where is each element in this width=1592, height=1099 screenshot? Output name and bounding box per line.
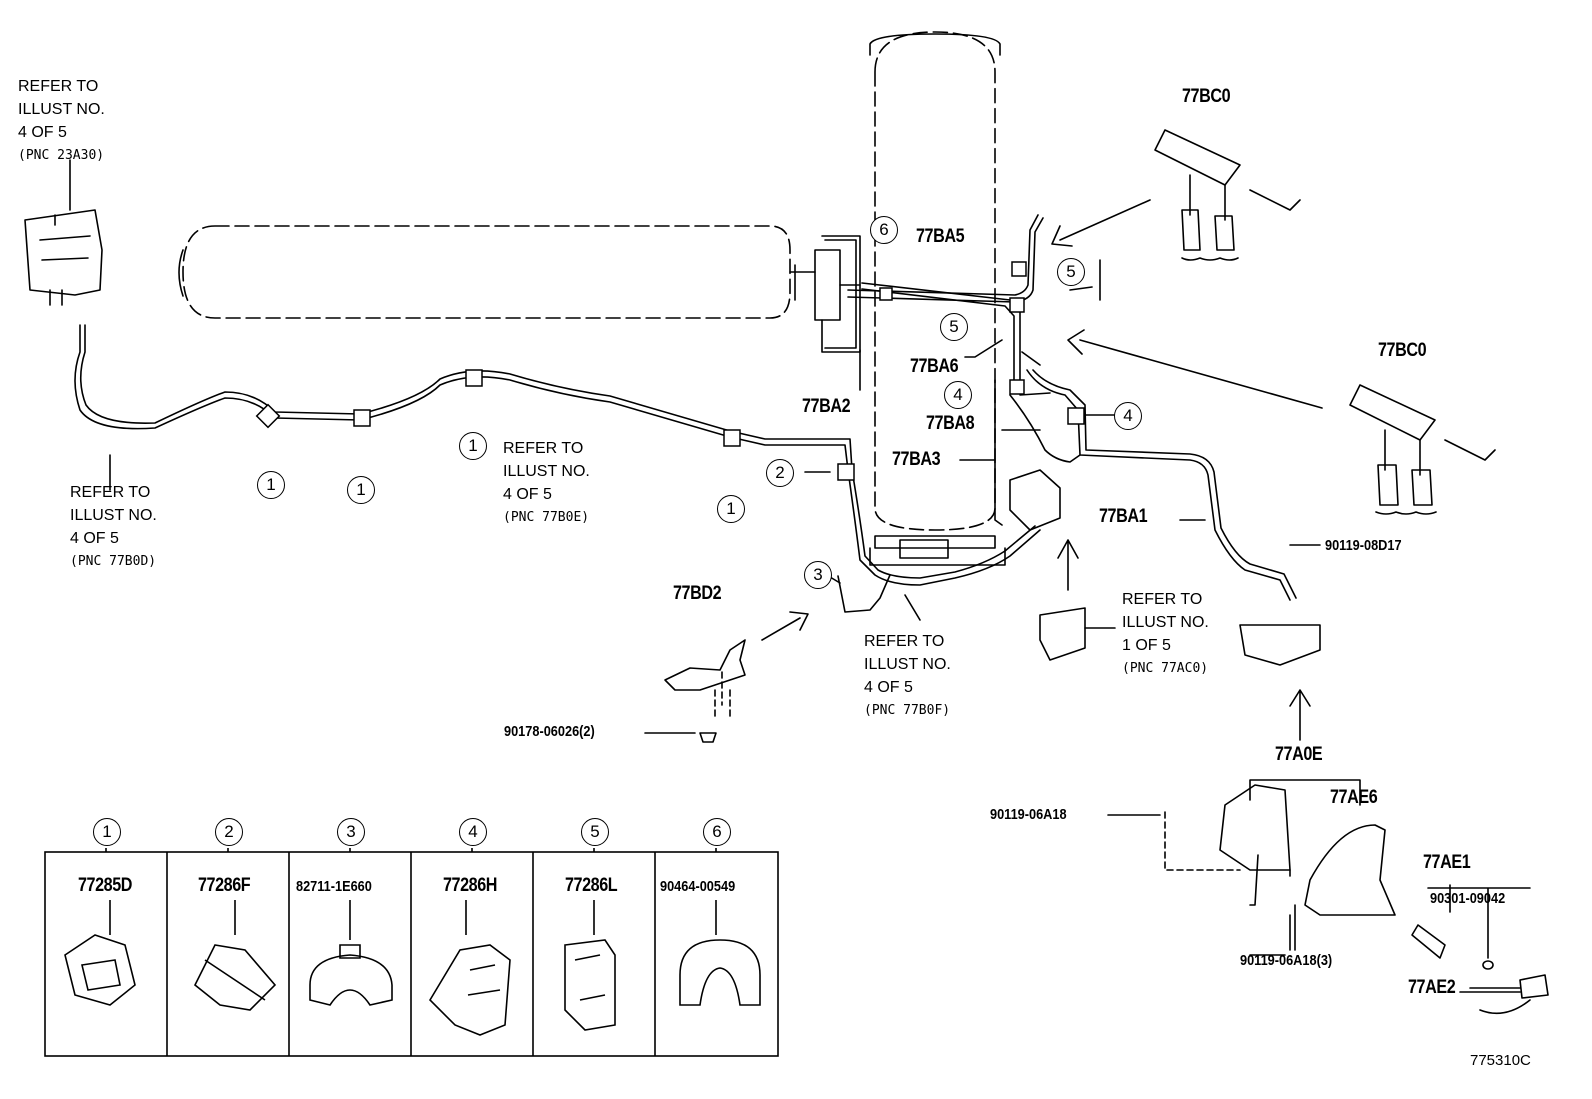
part-77BA8: 77BA8 [926, 413, 975, 434]
callout-6: 6 [870, 216, 898, 244]
nut-90178-06026: 90178-06026(2) [504, 723, 595, 740]
bolt-90119-06A18: 90119-06A18 [990, 806, 1067, 823]
part-77AE6: 77AE6 [1330, 787, 1378, 808]
ref-77AC0: REFER TO ILLUST NO. 1 OF 5 (PNC 77AC0) [1122, 591, 1209, 676]
part-77A0E: 77A0E [1275, 744, 1323, 765]
ref-77B0F: REFER TO ILLUST NO. 4 OF 5 (PNC 77B0F) [864, 633, 951, 718]
callout-1a: 1 [257, 471, 285, 499]
part-77BA3: 77BA3 [892, 449, 941, 470]
ecu-box [24, 209, 103, 296]
callout-1d: 1 [717, 495, 745, 523]
callout-4b: 4 [1114, 402, 1142, 430]
coupler-block [814, 249, 841, 321]
legend-num-3: 3 [337, 818, 365, 846]
legend-part-1: 77285D [78, 875, 133, 896]
pipe-77BA1 [1026, 369, 1291, 601]
bracket-77BD2 [664, 639, 746, 691]
pipe-77BA5 [847, 214, 1039, 296]
legend-part-6: 90464-00549 [660, 878, 736, 895]
part-77BC0-top: 77BC0 [1182, 86, 1231, 107]
legend-part-3: 82711-1E660 [296, 878, 372, 895]
legend-num-5: 5 [581, 818, 609, 846]
legend-num-4: 4 [459, 818, 487, 846]
callout-4a: 4 [944, 381, 972, 409]
bolt-90119-08D17: 90119-08D17 [1325, 537, 1402, 554]
callout-1c: 1 [459, 432, 487, 460]
valve-body [1009, 469, 1061, 531]
part-77BA6: 77BA6 [910, 356, 959, 377]
part-77BD2: 77BD2 [673, 583, 722, 604]
horizontal-tank [182, 225, 791, 319]
illustration-id: 775310C [1470, 1052, 1531, 1069]
legend-num-2: 2 [215, 818, 243, 846]
bracket-77A0E [1219, 784, 1291, 871]
callout-3: 3 [804, 561, 832, 589]
ring-90301-09042: 90301-09042 [1430, 890, 1506, 907]
legend-part-4: 77286H [443, 875, 498, 896]
part-77AE2: 77AE2 [1408, 977, 1456, 998]
legend-part-2: 77286F [198, 875, 251, 896]
part-77BA5: 77BA5 [916, 226, 965, 247]
ref-77B0D: REFER TO ILLUST NO. 4 OF 5 (PNC 77B0D) [70, 484, 157, 569]
gauge-77AC0 [1239, 624, 1321, 666]
part-77AE1: 77AE1 [1423, 852, 1471, 873]
connector-77BC0-top [1154, 129, 1241, 186]
connector-77BC0-mid [1349, 384, 1436, 441]
part-77BA1: 77BA1 [1099, 506, 1148, 527]
part-77BC0-mid: 77BC0 [1378, 340, 1427, 361]
ref-23A30: REFER TO ILLUST NO. 4 OF 5 (PNC 23A30) [18, 78, 105, 163]
bolt-90119-06A18-3: 90119-06A18(3) [1240, 952, 1333, 969]
callout-1b: 1 [347, 476, 375, 504]
sensor-77AC0 [1039, 607, 1086, 661]
part-77BA2: 77BA2 [802, 396, 851, 417]
legend-num-6: 6 [703, 818, 731, 846]
callout-5b: 5 [940, 313, 968, 341]
legend-part-5: 77286L [565, 875, 618, 896]
callout-2: 2 [766, 459, 794, 487]
callout-5a: 5 [1057, 258, 1085, 286]
ref-77B0E: REFER TO ILLUST NO. 4 OF 5 (PNC 77B0E) [503, 440, 590, 525]
legend-num-1: 1 [93, 818, 121, 846]
